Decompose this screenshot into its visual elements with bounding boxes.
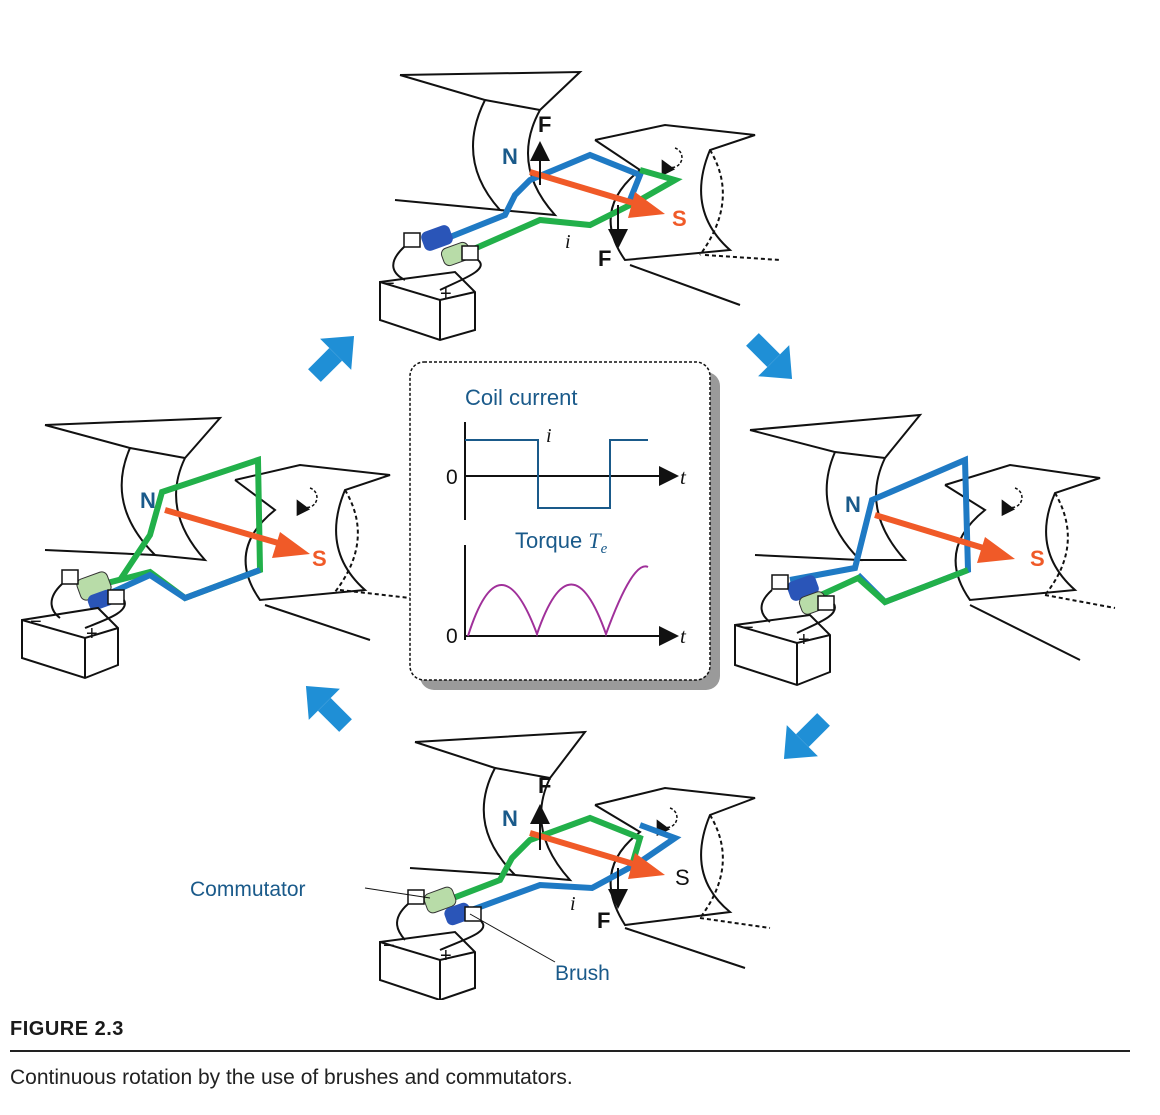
figure-number: FIGURE 2.3	[10, 1018, 124, 1040]
south-label: S	[675, 865, 690, 890]
cycle-arrow-down-right	[746, 333, 793, 380]
motor-right	[734, 413, 1116, 687]
brush-label: Brush	[555, 962, 610, 985]
battery-plus: +	[86, 623, 98, 645]
zero-label: 0	[446, 466, 458, 489]
battery-plus: +	[440, 945, 452, 967]
force-label: F	[538, 773, 551, 798]
waveform-inset	[409, 361, 720, 690]
south-label: S	[672, 206, 687, 231]
motor-bottom	[364, 730, 771, 1000]
current-label: i	[570, 893, 576, 915]
force-label: F	[538, 112, 551, 137]
motor-left	[21, 416, 411, 680]
force-label: F	[598, 246, 611, 271]
force-label: F	[597, 908, 610, 933]
north-label: N	[502, 806, 518, 831]
cycle-arrow-down-left	[783, 713, 830, 760]
current-title: Coil current	[465, 385, 577, 410]
battery-minus: −	[742, 617, 754, 639]
battery-plus: +	[798, 629, 810, 651]
cycle-arrow-up-left	[305, 685, 352, 732]
zero-label: 0	[446, 625, 458, 648]
battery-minus: −	[383, 273, 395, 295]
north-label: N	[140, 488, 156, 513]
motor-top	[379, 70, 781, 342]
commutator-label: Commutator	[190, 878, 306, 901]
battery-minus: −	[30, 611, 42, 633]
torque-waveform	[467, 565, 649, 637]
time-label: t	[680, 465, 687, 489]
north-label: N	[502, 144, 518, 169]
south-label: S	[312, 546, 327, 571]
time-label: t	[680, 624, 687, 648]
cycle-arrow-up-right	[308, 335, 355, 382]
figure-caption: Continuous rotation by the use of brushe…	[10, 1066, 573, 1089]
south-label: S	[1030, 546, 1045, 571]
current-label: i	[565, 231, 571, 253]
torque-title: Torque Te	[515, 528, 608, 557]
current-waveform	[465, 439, 648, 509]
brushed-dc-motor-diagram: F N S F i − + N S − +	[21, 70, 1116, 1000]
battery-plus: +	[440, 283, 452, 305]
north-label: N	[845, 492, 861, 517]
battery-minus: −	[383, 935, 395, 957]
current-symbol: i	[546, 425, 552, 447]
caption-divider	[10, 1050, 1130, 1052]
